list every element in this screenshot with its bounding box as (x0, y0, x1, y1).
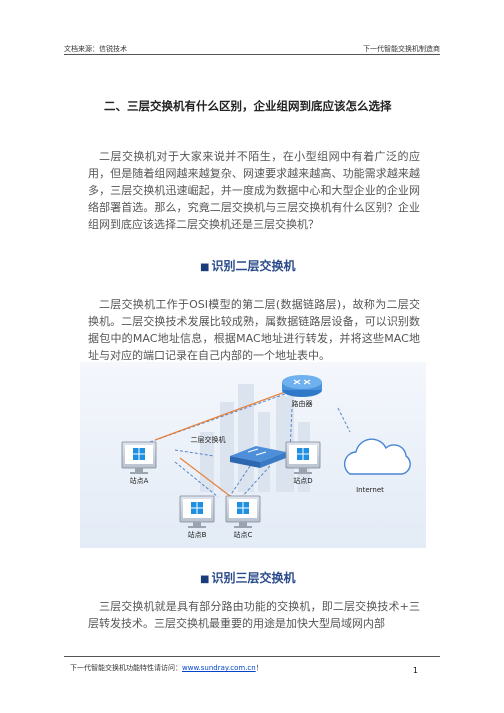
site-d-computer-icon (285, 441, 321, 474)
footer-text: 下一代智能交换机功能特性请访问：www.sundray.com.cn！ (70, 663, 263, 673)
network-diagram: 路由器 二层交换机 Internet 站点A 站点D 站点B (80, 362, 426, 548)
site-c-computer-icon (225, 495, 261, 528)
footer-prefix: 下一代智能交换机功能特性请访问： (70, 664, 182, 672)
site-c-label: 站点C (234, 530, 253, 539)
heading-layer2-text: 识别二层交换机 (211, 259, 296, 273)
router-icon (282, 375, 322, 397)
site-a-label: 站点A (130, 476, 149, 485)
page-header: 文档来源：信锐技术 下一代智能交换机制造商 (64, 38, 440, 55)
heading-layer3-text: 识别三层交换机 (211, 571, 296, 585)
site-b-label: 站点B (188, 530, 207, 539)
page-number: 1 (412, 666, 418, 675)
square-bullet-icon: ■ (200, 262, 210, 273)
site-a-computer-icon (121, 441, 157, 474)
internet-cloud-icon (343, 438, 411, 475)
internet-label: Internet (356, 486, 384, 494)
square-bullet-icon: ■ (200, 574, 210, 585)
header-source: 文档来源：信锐技术 (64, 45, 127, 53)
layer2-paragraph: 二层交换机工作于OSI模型的第二层(数据链路层)，故称为二层交换机。二层交换技术… (88, 298, 420, 362)
data-flow-lines (154, 391, 286, 497)
footer-website-link[interactable]: www.sundray.com.cn (182, 664, 256, 672)
switch-icon (230, 446, 286, 468)
heading-layer3: ■识别三层交换机 (200, 569, 295, 586)
footer-suffix: ！ (255, 664, 263, 672)
section-title: 二、三层交换机有什么区别，企业组网到底应该怎么选择 (104, 99, 392, 113)
header-tagline: 下一代智能交换机制造商 (363, 45, 440, 53)
site-d-label: 站点D (293, 476, 312, 485)
switch-label: 二层交换机 (191, 435, 226, 444)
router-label: 路由器 (292, 399, 313, 408)
site-b-computer-icon (179, 495, 215, 528)
heading-layer2: ■识别二层交换机 (200, 257, 295, 274)
page-footer: 下一代智能交换机功能特性请访问：www.sundray.com.cn！ 1 (64, 656, 440, 679)
intro-paragraph: 二层交换机对于大家来说并不陌生，在小型组网中有着广泛的应用，但是随着组网越来越复… (88, 150, 420, 231)
layer3-paragraph: 三层交换机就是具有部分路由功能的交换机，即二层交换技术+三层转发技术。三层交换机… (88, 600, 420, 630)
